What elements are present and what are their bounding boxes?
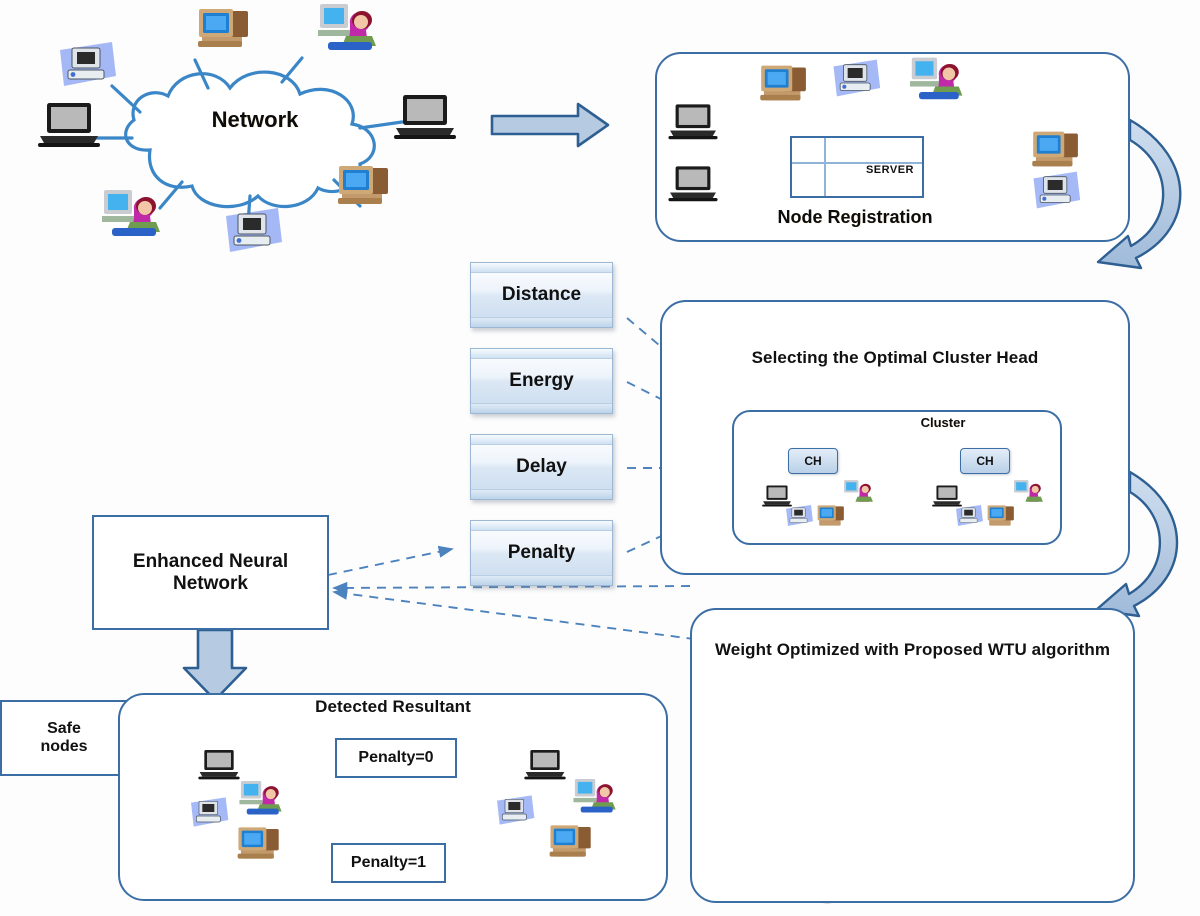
laptop-icon-reg-2 — [668, 164, 718, 202]
server-device-icon-reg — [830, 58, 882, 98]
param-penalty-label: Penalty — [507, 542, 576, 563]
desktop-computer-icon-detected-right — [548, 822, 594, 860]
enhanced-neural-network-box: Enhanced Neural Network — [92, 515, 329, 630]
laptop-icon-detected-right — [524, 748, 566, 780]
param-distance[interactable]: Distance — [470, 262, 613, 328]
server-device-icon-bottom — [222, 206, 284, 254]
param-distance-label: Distance — [501, 284, 582, 305]
flow-arrow-registration — [490, 102, 610, 148]
desktop-computer-icon-reg-right — [1030, 128, 1082, 170]
ch-left-label: CH — [804, 454, 822, 468]
desktop-computer-icon-detected-left — [236, 824, 282, 862]
safe-nodes-box: Safe nodes — [0, 700, 128, 776]
laptop-icon-detected-left — [198, 748, 240, 780]
laptop-icon-cluster-right — [932, 484, 962, 507]
penalty-one-box: Penalty=1 — [331, 843, 446, 883]
param-delay-label: Delay — [516, 456, 567, 477]
enhanced-neural-network-label: Enhanced Neural Network — [132, 550, 289, 594]
server-device-icon-detected-right — [494, 794, 536, 826]
desktop-computer-icon-reg — [758, 62, 810, 104]
param-energy[interactable]: Energy — [470, 348, 613, 414]
server-device-icon-detected-left — [188, 796, 230, 828]
server-rack: SERVER — [790, 136, 924, 198]
server-device-icon-topleft — [56, 40, 118, 88]
laptop-icon-reg-1 — [668, 102, 718, 140]
ch-chip-left: CH — [788, 448, 838, 474]
ch-right-label: CH — [976, 454, 994, 468]
laptop-icon-west — [38, 100, 100, 148]
penalty-zero-label: Penalty=0 — [358, 749, 434, 766]
ch-chip-right: CH — [960, 448, 1010, 474]
desktop-computer-icon-cluster-right — [986, 503, 1016, 528]
user-at-computer-icon-topright — [316, 0, 382, 52]
laptop-icon-cluster-left — [762, 484, 792, 507]
laptop-icon-east — [394, 92, 456, 140]
user-at-computer-icon-detected-left — [238, 778, 286, 816]
flow-arrow-detected — [182, 628, 248, 702]
cluster-head-title: Selecting the Optimal Cluster Head — [751, 348, 1039, 367]
param-delay[interactable]: Delay — [470, 434, 613, 500]
user-at-computer-icon-cluster-right — [1012, 478, 1046, 505]
safe-nodes-label: Safe nodes — [40, 720, 88, 755]
server-device-icon-reg-right — [1030, 170, 1082, 210]
param-penalty[interactable]: Penalty — [470, 520, 613, 586]
node-registration-title: Node Registration — [777, 207, 933, 227]
wtu-title: Weight Optimized with Proposed WTU algor… — [714, 640, 1111, 659]
desktop-computer-icon-top — [196, 5, 252, 51]
param-energy-label: Energy — [509, 370, 574, 391]
panel-wtu — [690, 608, 1135, 903]
user-at-computer-icon-detected-right — [572, 776, 620, 814]
penalty-one-label: Penalty=1 — [350, 854, 427, 871]
network-label: Network — [211, 107, 299, 132]
penalty-zero-box: Penalty=0 — [335, 738, 457, 778]
user-at-computer-icon-reg — [908, 54, 968, 101]
cluster-label: Cluster — [920, 415, 966, 430]
detected-resultant-title: Detected Resultant — [315, 697, 471, 716]
server-device-icon-cluster-left — [784, 504, 814, 527]
user-at-computer-icon-bottomleft — [100, 186, 166, 238]
server-label: SERVER — [865, 164, 914, 176]
server-device-icon-cluster-right — [954, 504, 984, 527]
desktop-computer-icon-bottomright — [336, 162, 392, 208]
desktop-computer-icon-cluster-left — [816, 503, 846, 528]
user-at-computer-icon-cluster-left — [842, 478, 876, 505]
